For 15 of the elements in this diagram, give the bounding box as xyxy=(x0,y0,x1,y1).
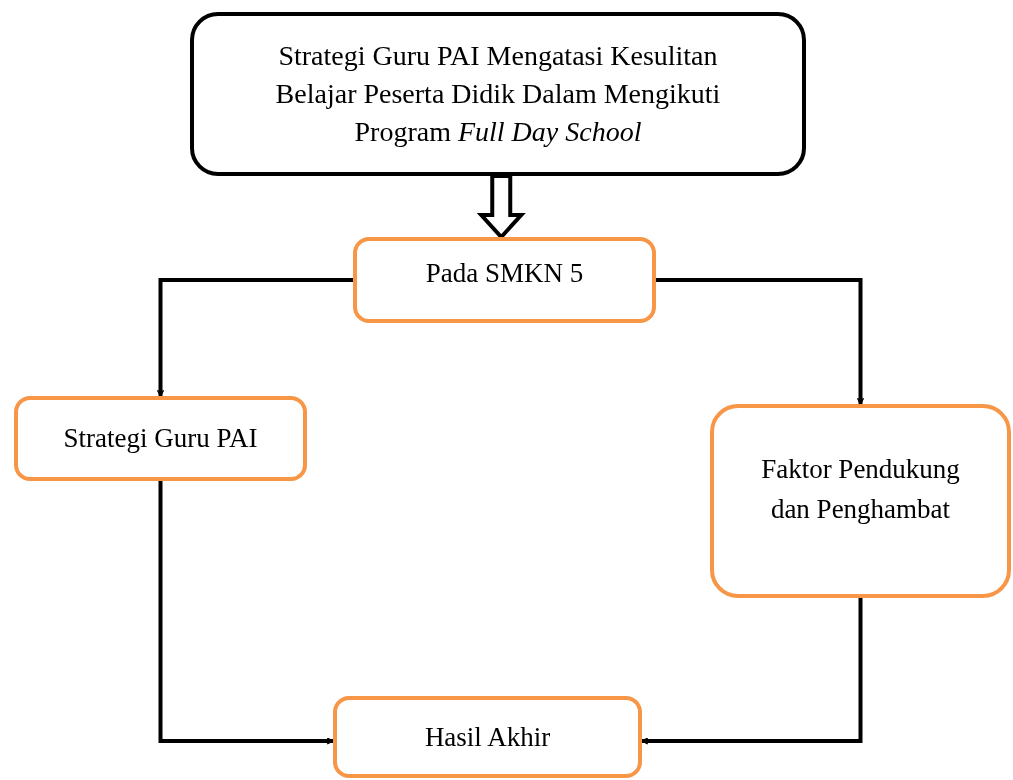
node-text: Hasil Akhir xyxy=(424,720,551,754)
process-box xyxy=(14,396,307,481)
process-box xyxy=(333,696,642,778)
arrow xyxy=(158,481,334,745)
hollow-arrow xyxy=(476,174,526,240)
node-text: Pada SMKN 5 xyxy=(425,257,584,290)
node-text: Strategi Guru PAI Mengatasi Kesulitan Belajar Peserta Didik Dalam Mengikuti Program Full Day School xyxy=(274,39,722,149)
node-text: Faktor Pendukung dan Penghambat xyxy=(760,453,961,526)
title-box xyxy=(190,12,806,176)
arrow xyxy=(641,598,863,745)
arrow xyxy=(156,278,353,397)
process-box xyxy=(710,404,1011,598)
arrow xyxy=(656,278,865,405)
process-box xyxy=(353,237,656,323)
node-text: Strategi Guru PAI xyxy=(63,422,258,456)
